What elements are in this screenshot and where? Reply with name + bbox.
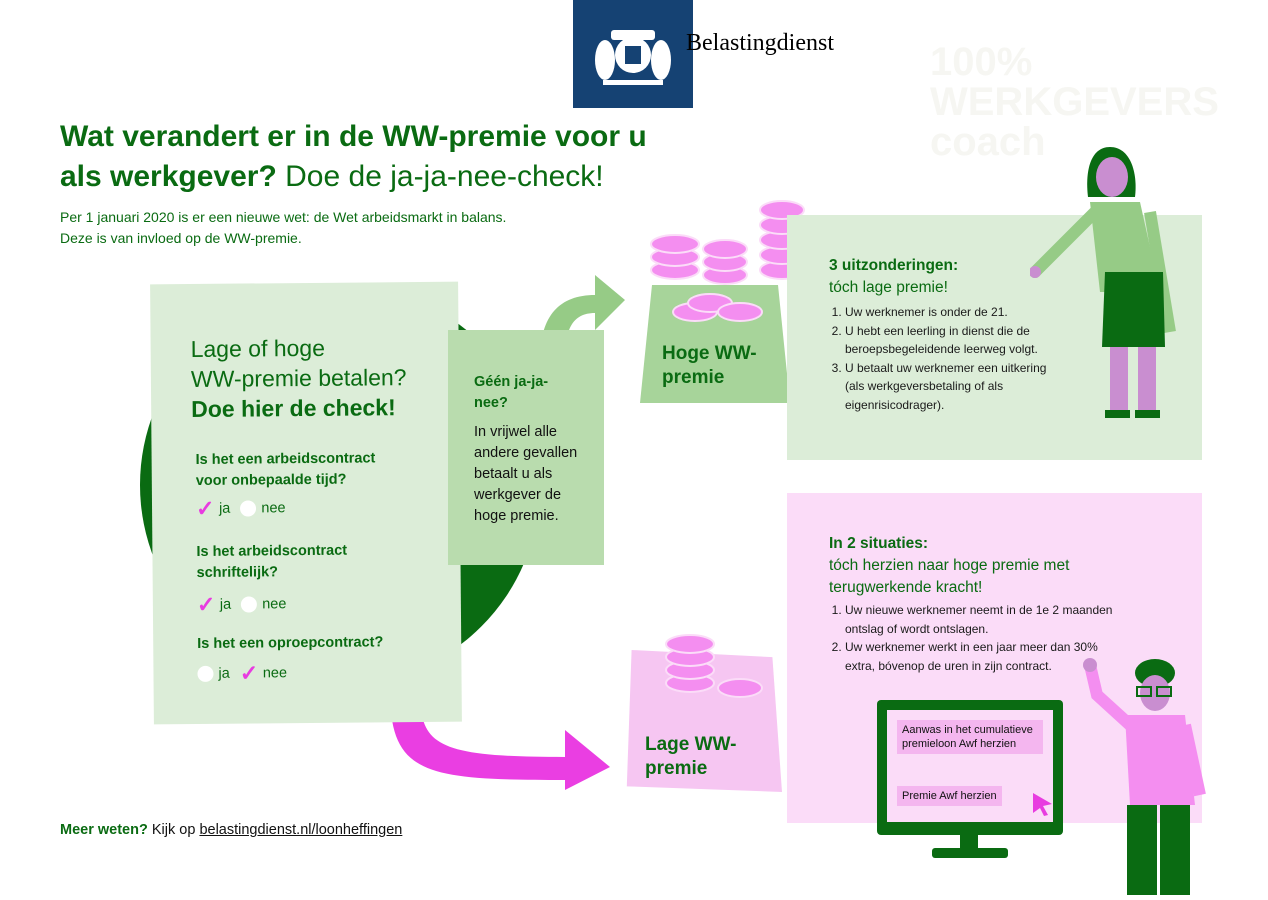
option-nee[interactable]: ✓nee xyxy=(239,660,288,686)
option-nee[interactable]: nee xyxy=(241,596,287,613)
option-label: ja xyxy=(218,500,231,517)
intro-line: Deze is van invloed op de WW-premie. xyxy=(60,230,302,246)
check-heading: Lage of hoge xyxy=(190,334,326,363)
answer-2: ✓ja nee xyxy=(196,591,287,617)
checkmark-icon: ✓ xyxy=(239,660,259,686)
footer-link[interactable]: belastingdienst.nl/loonheffingen xyxy=(199,822,403,838)
question-2: Is het arbeidscontract schriftelijk? xyxy=(196,542,348,581)
radio-icon xyxy=(241,596,258,613)
answer-3: ja ✓nee xyxy=(197,660,288,686)
coin-stack-icon xyxy=(665,634,763,698)
radio-icon xyxy=(197,665,214,682)
checkmark-icon: ✓ xyxy=(196,591,216,617)
list-item: Uw werknemer is onder de 21. xyxy=(845,303,1059,322)
option-ja[interactable]: ✓ja xyxy=(196,591,232,617)
check-heading: Doe hier de check! xyxy=(191,394,396,422)
answer-1: ✓ja nee xyxy=(195,495,286,521)
monitor-stand xyxy=(932,830,1008,858)
screen-button-premie[interactable]: Premie Awf herzien xyxy=(897,786,1002,806)
question-1: Is het een arbeidscontract voor onbepaal… xyxy=(195,450,376,489)
footer-text: Kijk op xyxy=(151,822,196,838)
footer-bold: Meer weten? xyxy=(60,822,148,838)
coin-stacks-icon xyxy=(650,200,805,322)
other-heading: Géén ja-ja-nee? xyxy=(474,374,549,411)
checkmark-icon: ✓ xyxy=(195,495,215,521)
situations-heading: In 2 situaties:tóch herzien naar hoge pr… xyxy=(829,535,1070,596)
brand-name: Belastingdienst xyxy=(686,30,834,56)
watermark: 100% WERKGEVERS coach xyxy=(930,40,1219,164)
question-3: Is het een oproepcontract? xyxy=(197,634,384,652)
list-item: U betaalt uw werknemer een uitkering (al… xyxy=(845,359,1059,415)
coat-of-arms-icon xyxy=(595,30,671,85)
check-heading: WW-premie betalen? xyxy=(190,364,407,392)
option-label: nee xyxy=(262,596,287,613)
rijksoverheid-logo xyxy=(573,0,693,108)
screen-button-aanwas[interactable]: Aanwas in het cumulatieve premieloon Awf… xyxy=(897,720,1043,754)
situations-list: Uw nieuwe werknemer neemt in de 1e 2 maa… xyxy=(829,601,1119,675)
lage-label: Lage WW-premie xyxy=(645,734,737,779)
option-label: nee xyxy=(261,500,286,517)
other-text: In vrijwel alle andere gevallen betaalt … xyxy=(474,424,578,524)
option-ja[interactable]: ja xyxy=(197,665,230,682)
list-item: U hebt een leerling in dienst die de ber… xyxy=(845,322,1059,359)
computer-screen: Aanwas in het cumulatieve premieloon Awf… xyxy=(877,700,1063,835)
intro-line: Per 1 januari 2020 is er een nieuwe wet:… xyxy=(60,209,507,225)
radio-icon xyxy=(240,500,257,517)
woman-illustration xyxy=(1030,147,1176,418)
option-nee[interactable]: nee xyxy=(240,500,286,517)
exceptions-list: Uw werknemer is onder de 21. U hebt een … xyxy=(829,303,1059,414)
arrow-down-icon xyxy=(390,690,610,790)
exceptions-heading: 3 uitzonderingen:tóch lage premie! xyxy=(829,257,959,296)
list-item: Uw werknemer werkt in een jaar meer dan … xyxy=(845,638,1119,675)
list-item: Uw nieuwe werknemer neemt in de 1e 2 maa… xyxy=(845,601,1119,638)
footer: Meer weten? Kijk op belastingdienst.nl/l… xyxy=(60,822,402,838)
man-illustration xyxy=(1083,658,1206,895)
option-label: ja xyxy=(218,665,230,682)
page-title: Wat verandert er in de WW-premie voor u … xyxy=(60,120,647,193)
hoge-label: Hoge WW-premie xyxy=(662,343,757,388)
intro: Per 1 januari 2020 is er een nieuwe wet:… xyxy=(60,207,506,249)
option-label: nee xyxy=(262,665,288,682)
option-label: ja xyxy=(219,596,232,613)
cursor-icon xyxy=(1033,793,1052,816)
option-ja[interactable]: ✓ja xyxy=(195,495,231,521)
other-cases-card: Géén ja-ja-nee? In vrijwel alle andere g… xyxy=(448,330,604,565)
